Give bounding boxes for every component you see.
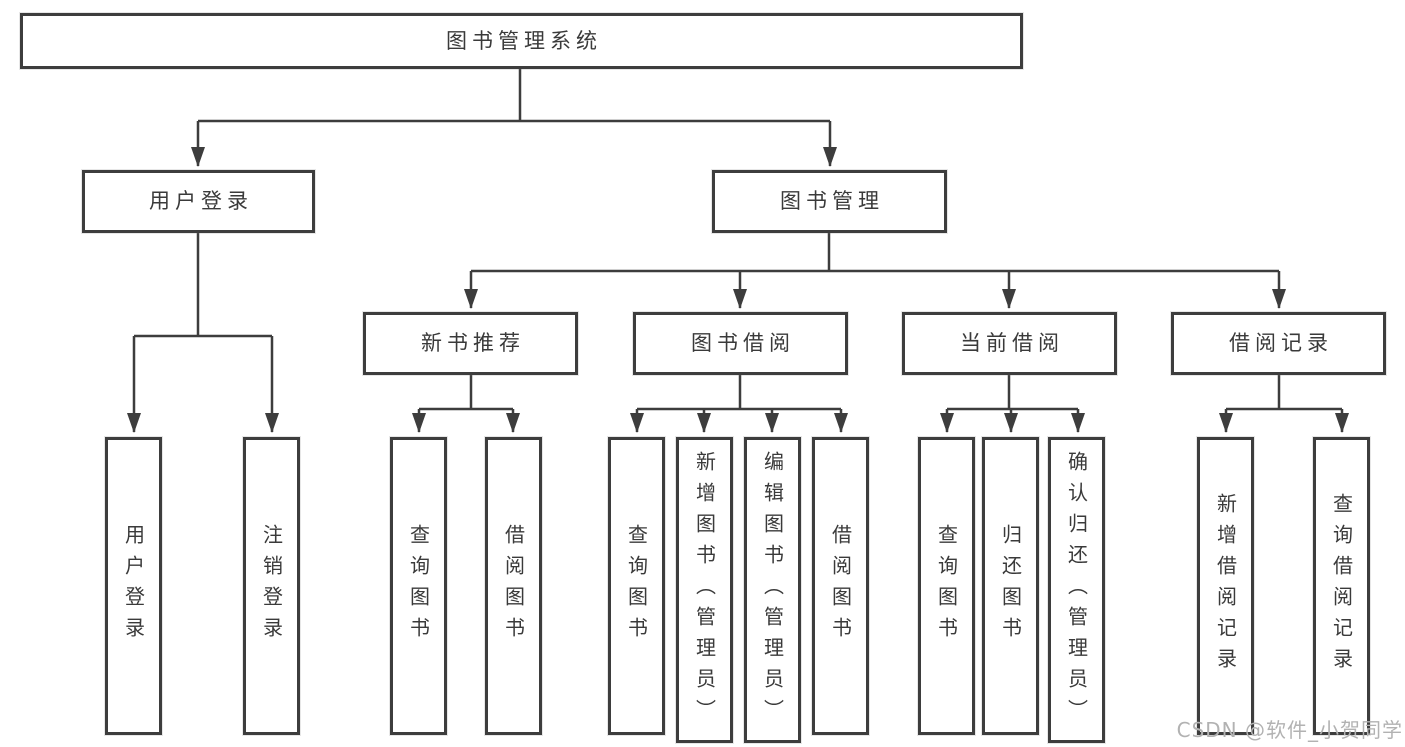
node-leaf-borrow-book-1: 借阅图书 (485, 437, 542, 735)
node-root: 图书管理系统 (20, 13, 1023, 69)
node-leaf-query-book-3: 查询图书 (918, 437, 975, 735)
connector-trunk-lines (134, 69, 1342, 411)
node-leaf-add-record: 新增借阅记录 (1197, 437, 1254, 735)
node-leaf-query-book-1: 查询图书 (390, 437, 447, 735)
node-leaf-logout: 注销登录 (243, 437, 300, 735)
node-leaf-edit-book-admin: 编辑图书（管理员） (744, 437, 801, 743)
node-leaf-query-book-2: 查询图书 (608, 437, 665, 735)
node-leaf-add-book-admin: 新增图书（管理员） (676, 437, 733, 743)
connector-arrows (127, 121, 1349, 433)
node-book-mgmt-branch: 图书管理 (712, 170, 947, 233)
node-leaf-return-book: 归还图书 (982, 437, 1039, 735)
node-book-borrow: 图书借阅 (633, 312, 848, 375)
node-user-login-branch: 用户登录 (82, 170, 315, 233)
node-leaf-query-record: 查询借阅记录 (1313, 437, 1370, 735)
node-leaf-borrow-book-2: 借阅图书 (812, 437, 869, 735)
node-current-borrow: 当前借阅 (902, 312, 1117, 375)
node-leaf-user-login: 用户登录 (105, 437, 162, 735)
connector-lines (134, 69, 1342, 411)
node-new-book-rec: 新书推荐 (363, 312, 578, 375)
node-leaf-confirm-return-admin: 确认归还（管理员） (1048, 437, 1105, 743)
node-borrow-records: 借阅记录 (1171, 312, 1386, 375)
